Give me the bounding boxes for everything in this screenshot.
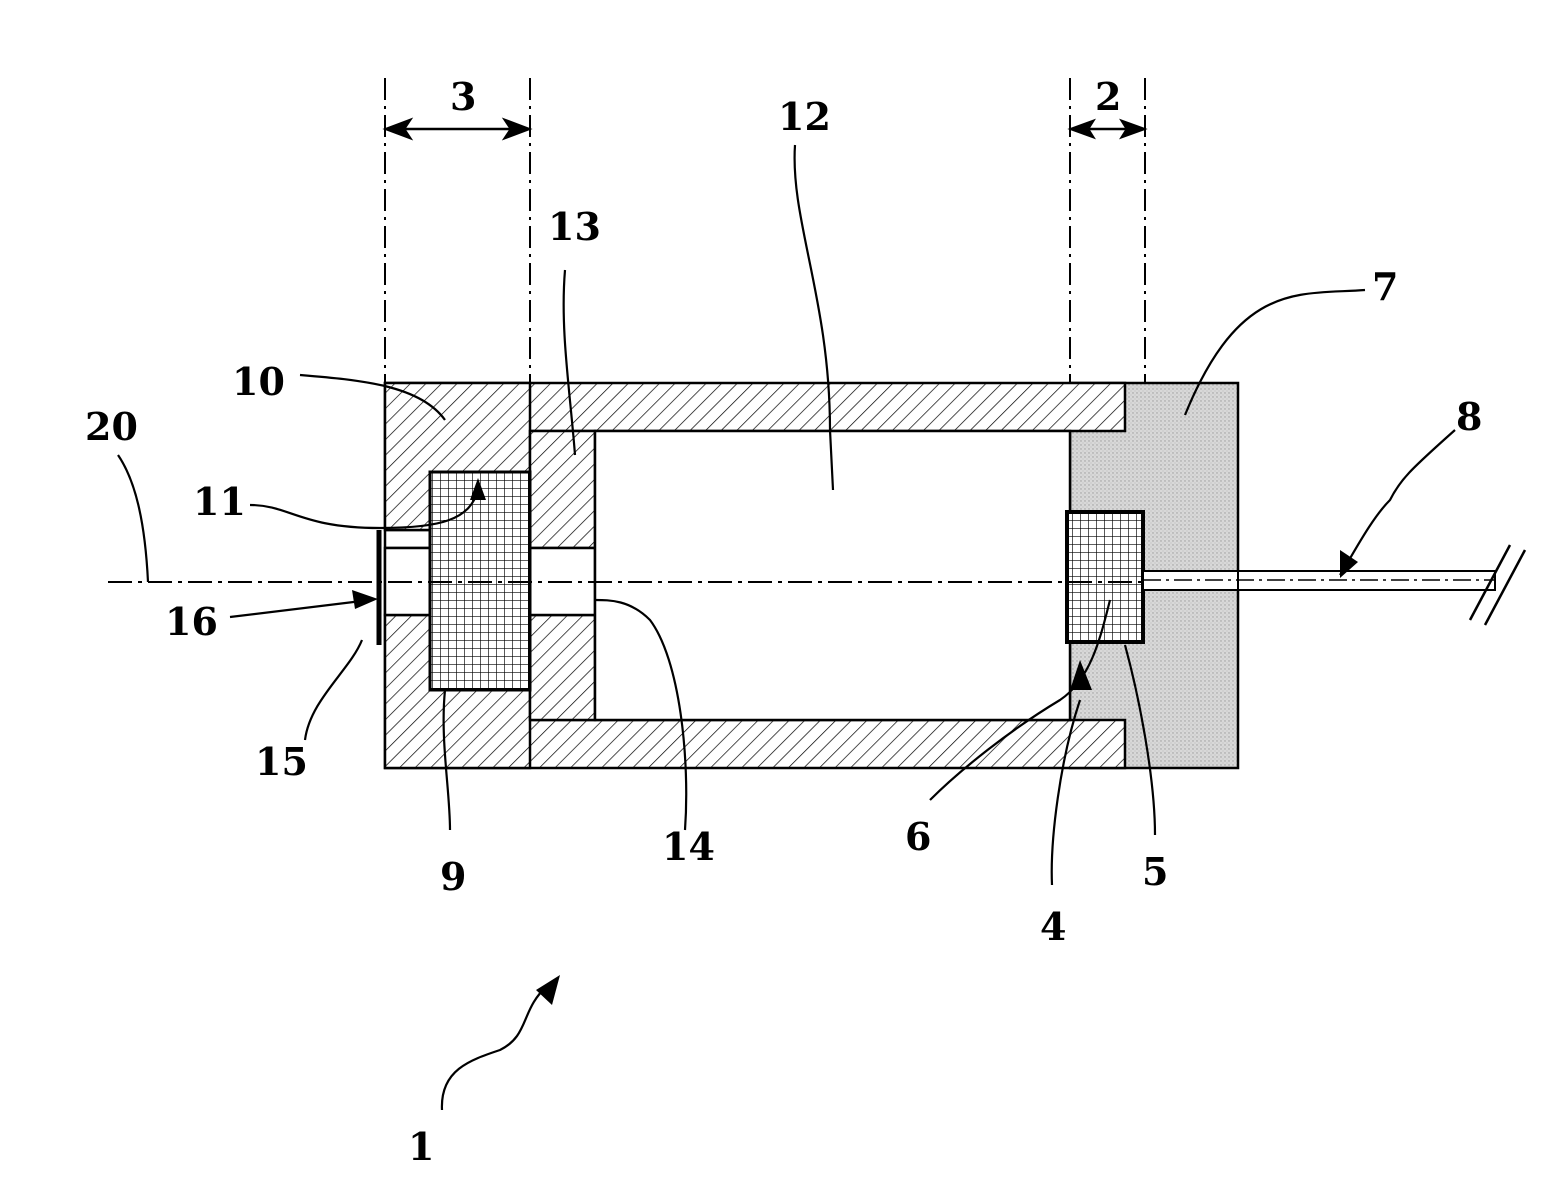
zone-2-dimension-arrow [1071, 121, 1144, 137]
plate-13-lower [530, 615, 595, 720]
label-14: 14 [662, 824, 715, 869]
leader-20 [118, 455, 148, 582]
label-1: 1 [408, 1124, 434, 1169]
label-9: 9 [440, 854, 466, 899]
leader-8 [1340, 430, 1455, 575]
arrowhead-1 [536, 975, 560, 1005]
leader-16 [230, 600, 370, 617]
label-10: 10 [232, 359, 285, 404]
label-6: 6 [905, 814, 931, 859]
zone-3-dimension-arrow [386, 120, 529, 138]
label-20: 20 [85, 404, 138, 449]
leader-1 [442, 985, 548, 1110]
label-4: 4 [1040, 904, 1066, 949]
label-3: 3 [450, 74, 476, 119]
arrowhead-16 [352, 590, 378, 609]
label-12: 12 [778, 94, 831, 139]
label-7: 7 [1372, 264, 1398, 309]
label-16: 16 [165, 599, 218, 644]
label-11: 11 [193, 479, 246, 524]
label-2: 2 [1095, 74, 1121, 119]
label-15: 15 [255, 739, 308, 784]
label-13: 13 [548, 204, 601, 249]
label-8: 8 [1456, 394, 1482, 439]
plate-13 [530, 431, 595, 548]
leader-15 [305, 640, 362, 740]
label-5: 5 [1142, 849, 1168, 894]
